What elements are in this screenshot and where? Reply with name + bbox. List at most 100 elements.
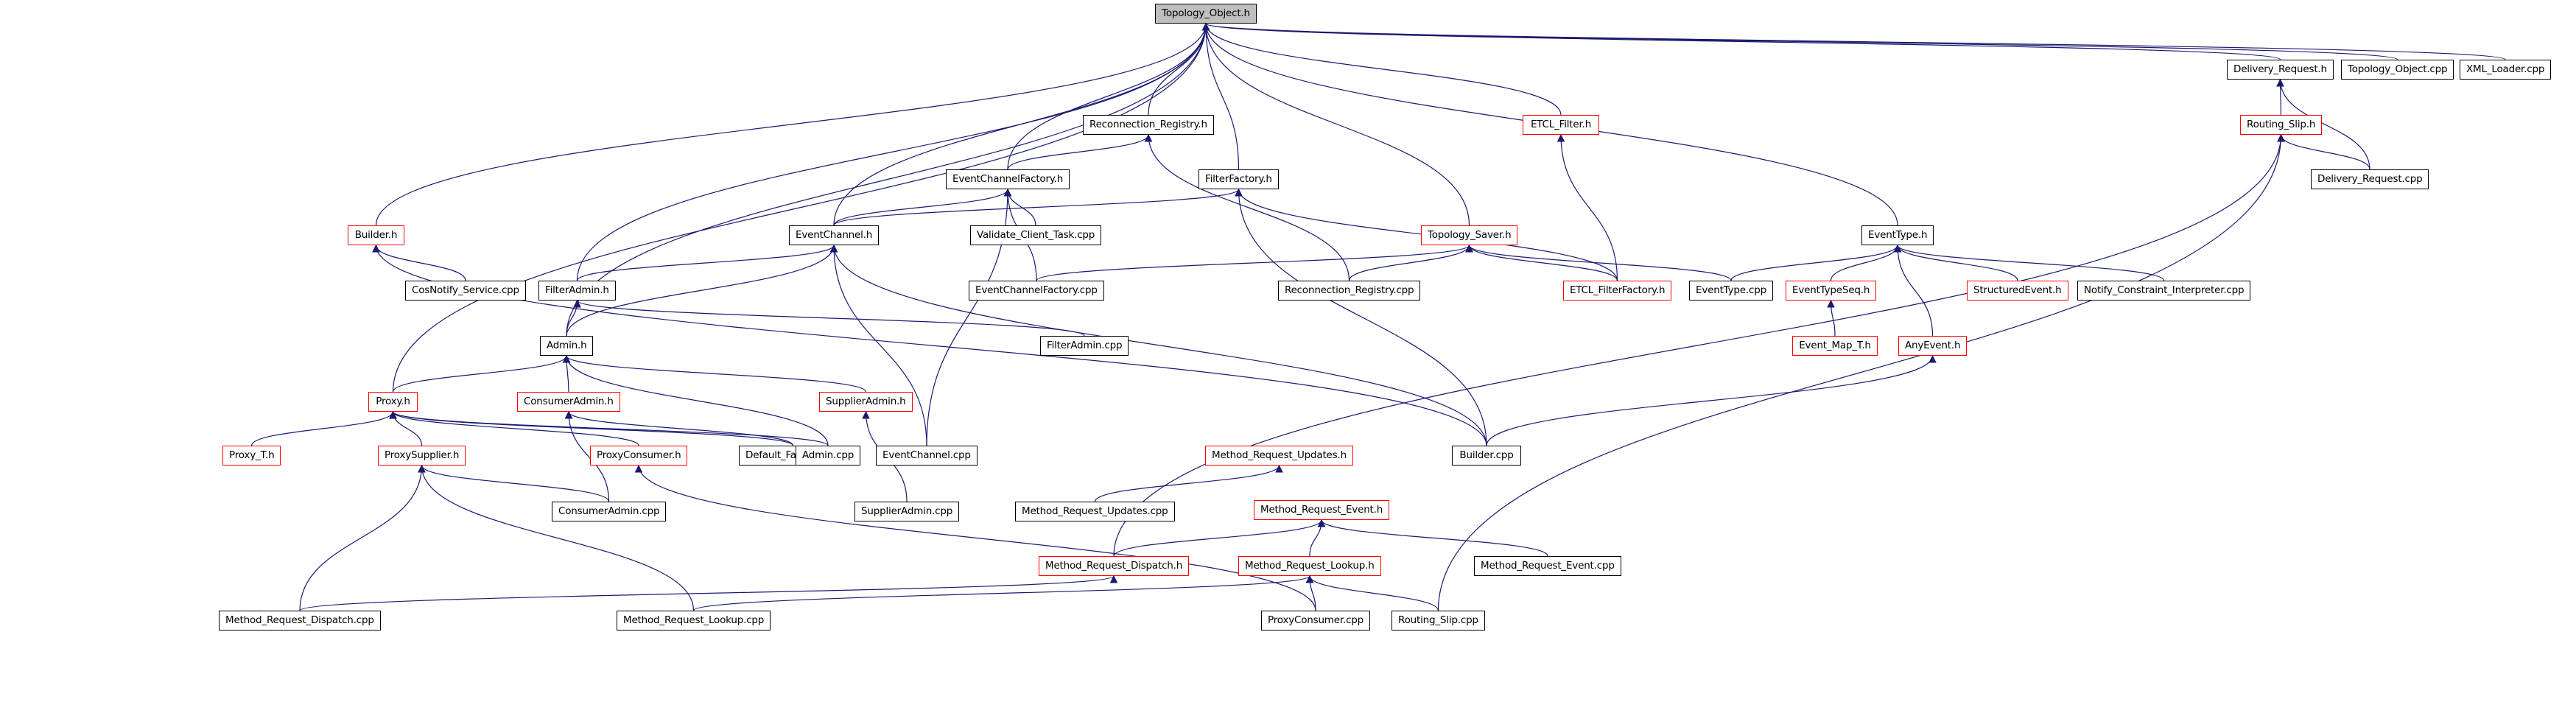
graph-node-eventchannel-h[interactable]: EventChannel.h (789, 225, 880, 245)
graph-edge (1201, 22, 1240, 170)
graph-node-routing-slip-cpp[interactable]: Routing_Slip.cpp (1391, 611, 1485, 631)
graph-edge (1113, 133, 2285, 557)
graph-node-builder-h[interactable]: Builder.h (348, 225, 404, 245)
graph-node-method-request-dispatch-cpp[interactable]: Method_Request_Dispatch.cpp (219, 611, 381, 631)
graph-edge (2276, 78, 2370, 170)
graph-edge (833, 188, 1243, 226)
graph-edge (418, 464, 695, 611)
graph-node-method-request-lookup-cpp[interactable]: Method_Request_Lookup.cpp (617, 611, 771, 631)
graph-node-eventtype-cpp[interactable]: EventType.cpp (1689, 281, 1773, 301)
graph-node-filteradmin-cpp[interactable]: FilterAdmin.cpp (1040, 336, 1129, 356)
graph-edge (1201, 22, 1562, 116)
graph-edge (1348, 244, 1473, 281)
graph-node-structuredevent-h[interactable]: StructuredEvent.h (1967, 281, 2068, 301)
graph-edge (576, 22, 1210, 281)
graph-edge (1730, 244, 1902, 281)
graph-node-reconnection-registry-cpp[interactable]: Reconnection_Registry.cpp (1278, 281, 1421, 301)
graph-node-method-request-lookup-h[interactable]: Method_Request_Lookup.h (1238, 556, 1381, 576)
graph-node-method-request-updates-h[interactable]: Method_Request_Updates.h (1205, 446, 1353, 466)
graph-edge (576, 244, 838, 281)
graph-node-filteradmin-h[interactable]: FilterAdmin.h (538, 281, 616, 301)
graph-edge (1317, 519, 1548, 557)
graph-edge (299, 464, 426, 611)
graph-edge (250, 410, 397, 446)
graph-node-consumeradmin-cpp[interactable]: ConsumerAdmin.cpp (552, 502, 667, 521)
graph-edge (1486, 354, 1937, 446)
graph-edge (375, 22, 1210, 226)
graph-node-delivery-request-cpp[interactable]: Delivery_Request.cpp (2311, 169, 2429, 189)
graph-edge (566, 244, 838, 337)
graph-edge (1202, 22, 2398, 60)
graph-node-cosnotify-service-cpp[interactable]: CosNotify_Service.cpp (405, 281, 526, 301)
graph-node-eventchannelfactory-cpp[interactable]: EventChannelFactory.cpp (969, 281, 1104, 301)
graph-edge (833, 188, 1012, 226)
graph-node-method-request-updates-cpp[interactable]: Method_Request_Updates.cpp (1015, 502, 1175, 521)
graph-node-consumeradmin-h[interactable]: ConsumerAdmin.h (517, 392, 620, 412)
graph-node-proxy-h[interactable]: Proxy.h (368, 392, 418, 412)
graph-node-xml-loader-cpp[interactable]: XML_Loader.cpp (2460, 60, 2552, 80)
graph-node-method-request-event-h[interactable]: Method_Request_Event.h (1254, 500, 1390, 520)
graph-node-notify-constraint-interpreter-cpp[interactable]: Notify_Constraint_Interpreter.cpp (2077, 281, 2251, 301)
graph-node-anyevent-h[interactable]: AnyEvent.h (1898, 336, 1968, 356)
graph-node-etcl-filterfactory-h[interactable]: ETCL_FilterFactory.h (1563, 281, 1672, 301)
graph-edge (1309, 519, 1326, 557)
graph-edge (1465, 244, 1732, 281)
graph-edge (1830, 244, 1902, 281)
graph-edge (566, 22, 1210, 337)
graph-node-topology-object-h[interactable]: Topology_Object.h (1155, 4, 1257, 24)
graph-node-reconnection-registry-h[interactable]: Reconnection_Registry.h (1083, 115, 1214, 135)
graph-node-validate-client-task-cpp[interactable]: Validate_Client_Task.cpp (970, 225, 1102, 245)
graph-node-filterfactory-h[interactable]: FilterFactory.h (1198, 169, 1279, 189)
graph-edge (1827, 299, 1836, 337)
graph-edge (1202, 22, 2506, 60)
graph-edge (634, 464, 1316, 611)
graph-edge (1007, 133, 1153, 170)
graph-edge (562, 354, 867, 393)
graph-edge (1557, 133, 1618, 281)
graph-edge (1148, 22, 1210, 116)
graph-edge (1144, 133, 1350, 281)
graph-node-method-request-event-cpp[interactable]: Method_Request_Event.cpp (1474, 556, 1621, 576)
graph-edge (1235, 188, 1487, 446)
graph-edge (1202, 22, 2281, 60)
graph-node-event-map-t-h[interactable]: Event_Map_T.h (1792, 336, 1878, 356)
graph-edge (829, 244, 1487, 446)
graph-node-supplieradmin-cpp[interactable]: SupplierAdmin.cpp (854, 502, 960, 521)
graph-edge (1094, 464, 1283, 502)
graph-edge (1113, 519, 1326, 557)
graph-edge (1305, 575, 1439, 611)
graph-node-supplieradmin-h[interactable]: SupplierAdmin.h (819, 392, 913, 412)
graph-edge (418, 464, 610, 502)
graph-node-topology-saver-h[interactable]: Topology_Saver.h (1421, 225, 1518, 245)
graph-edge (372, 244, 466, 281)
graph-edge (692, 575, 1314, 611)
graph-node-eventchannel-cpp[interactable]: EventChannel.cpp (876, 446, 978, 466)
graph-edge (1465, 244, 1618, 281)
graph-edge (829, 244, 927, 446)
graph-node-admin-h[interactable]: Admin.h (540, 336, 594, 356)
graph-edge (1036, 244, 1473, 281)
graph-edge (299, 575, 1117, 611)
graph-edge (1893, 244, 2018, 281)
graph-edge (392, 22, 1210, 393)
graph-edge (1893, 244, 2165, 281)
graph-node-eventtypeseq-h[interactable]: EventTypeSeq.h (1786, 281, 1877, 301)
graph-node-eventchannelfactory-h[interactable]: EventChannelFactory.h (946, 169, 1070, 189)
graph-node-builder-cpp[interactable]: Builder.cpp (1452, 446, 1521, 466)
graph-edge (564, 410, 794, 446)
graph-node-admin-cpp[interactable]: Admin.cpp (796, 446, 861, 466)
graph-edge (1437, 133, 2285, 611)
graph-edge (389, 410, 829, 446)
graph-node-method-request-dispatch-h[interactable]: Method_Request_Dispatch.h (1039, 556, 1190, 576)
graph-node-proxyconsumer-h[interactable]: ProxyConsumer.h (590, 446, 688, 466)
graph-node-routing-slip-h[interactable]: Routing_Slip.h (2240, 115, 2323, 135)
graph-node-eventtype-h[interactable]: EventType.h (1861, 225, 1934, 245)
graph-node-topology-object-cpp[interactable]: Topology_Object.cpp (2341, 60, 2454, 80)
graph-node-etcl-filter-h[interactable]: ETCL_Filter.h (1523, 115, 1599, 135)
graph-edge (389, 410, 639, 446)
graph-node-proxyconsumer-cpp[interactable]: ProxyConsumer.cpp (1261, 611, 1371, 631)
graph-node-delivery-request-h[interactable]: Delivery_Request.h (2227, 60, 2334, 80)
graph-node-proxysupplier-h[interactable]: ProxySupplier.h (378, 446, 466, 466)
graph-node-proxy-t-h[interactable]: Proxy_T.h (222, 446, 281, 466)
